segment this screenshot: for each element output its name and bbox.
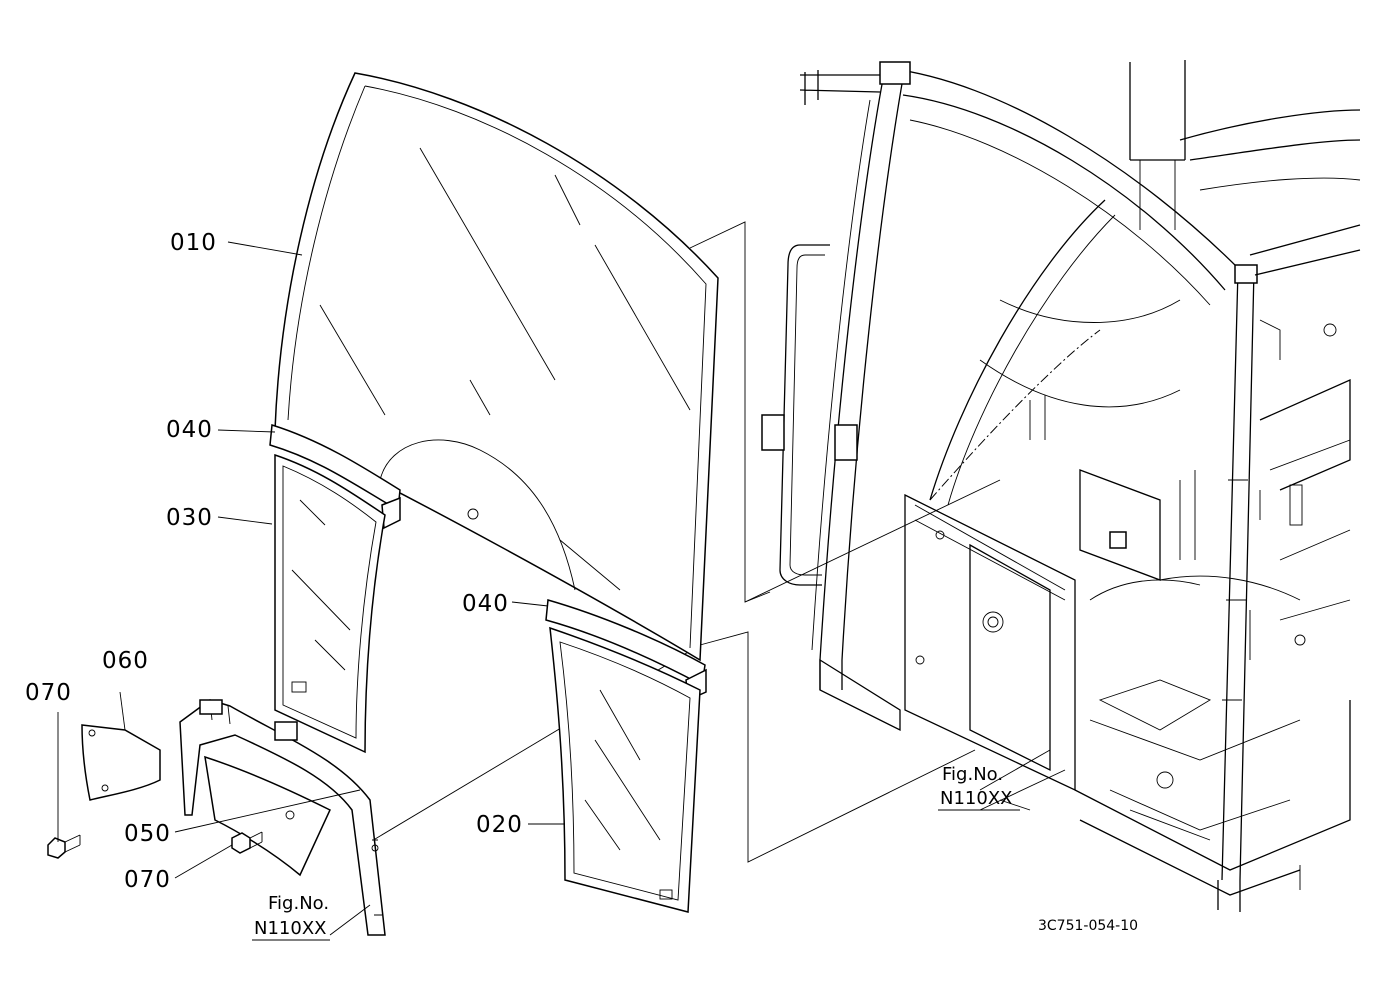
inner-trim-panel (204, 755, 331, 877)
label-060: 060 (102, 648, 149, 674)
label-010: 010 (170, 230, 217, 256)
figure-ref-left-line1: Fig.No. (268, 893, 329, 914)
label-070-left: 070 (25, 680, 72, 706)
cab-frame (761, 60, 1361, 912)
part-060-cover (81, 724, 161, 801)
label-020: 020 (476, 812, 523, 838)
label-050: 050 (124, 821, 171, 847)
part-040-seal-left (269, 424, 401, 530)
figure-ref-right-line2: N110XX (940, 788, 1012, 809)
figure-ref-left: Fig.No. N110XX (252, 893, 330, 941)
part-030-lower-left-glass (274, 453, 386, 754)
figure-ref-right-line1: Fig.No. (942, 764, 1003, 785)
figure-ref-left-line2: N110XX (254, 918, 326, 939)
label-040-left: 040 (166, 417, 213, 443)
part-050-bracket (179, 699, 386, 936)
label-040-right: 040 (462, 591, 509, 617)
part-070-bolt-right (231, 831, 263, 854)
part-070-bolt-left (47, 834, 81, 859)
label-030: 030 (166, 505, 213, 531)
label-070-right: 070 (124, 867, 171, 893)
part-010-upper-glass (274, 72, 719, 662)
label-leaders (57, 241, 1066, 936)
part-020-lower-right-glass (549, 626, 701, 913)
drawing-code: 3C751-054-10 (1038, 918, 1138, 934)
figure-ref-right: Fig.No. N110XX (938, 764, 1020, 811)
